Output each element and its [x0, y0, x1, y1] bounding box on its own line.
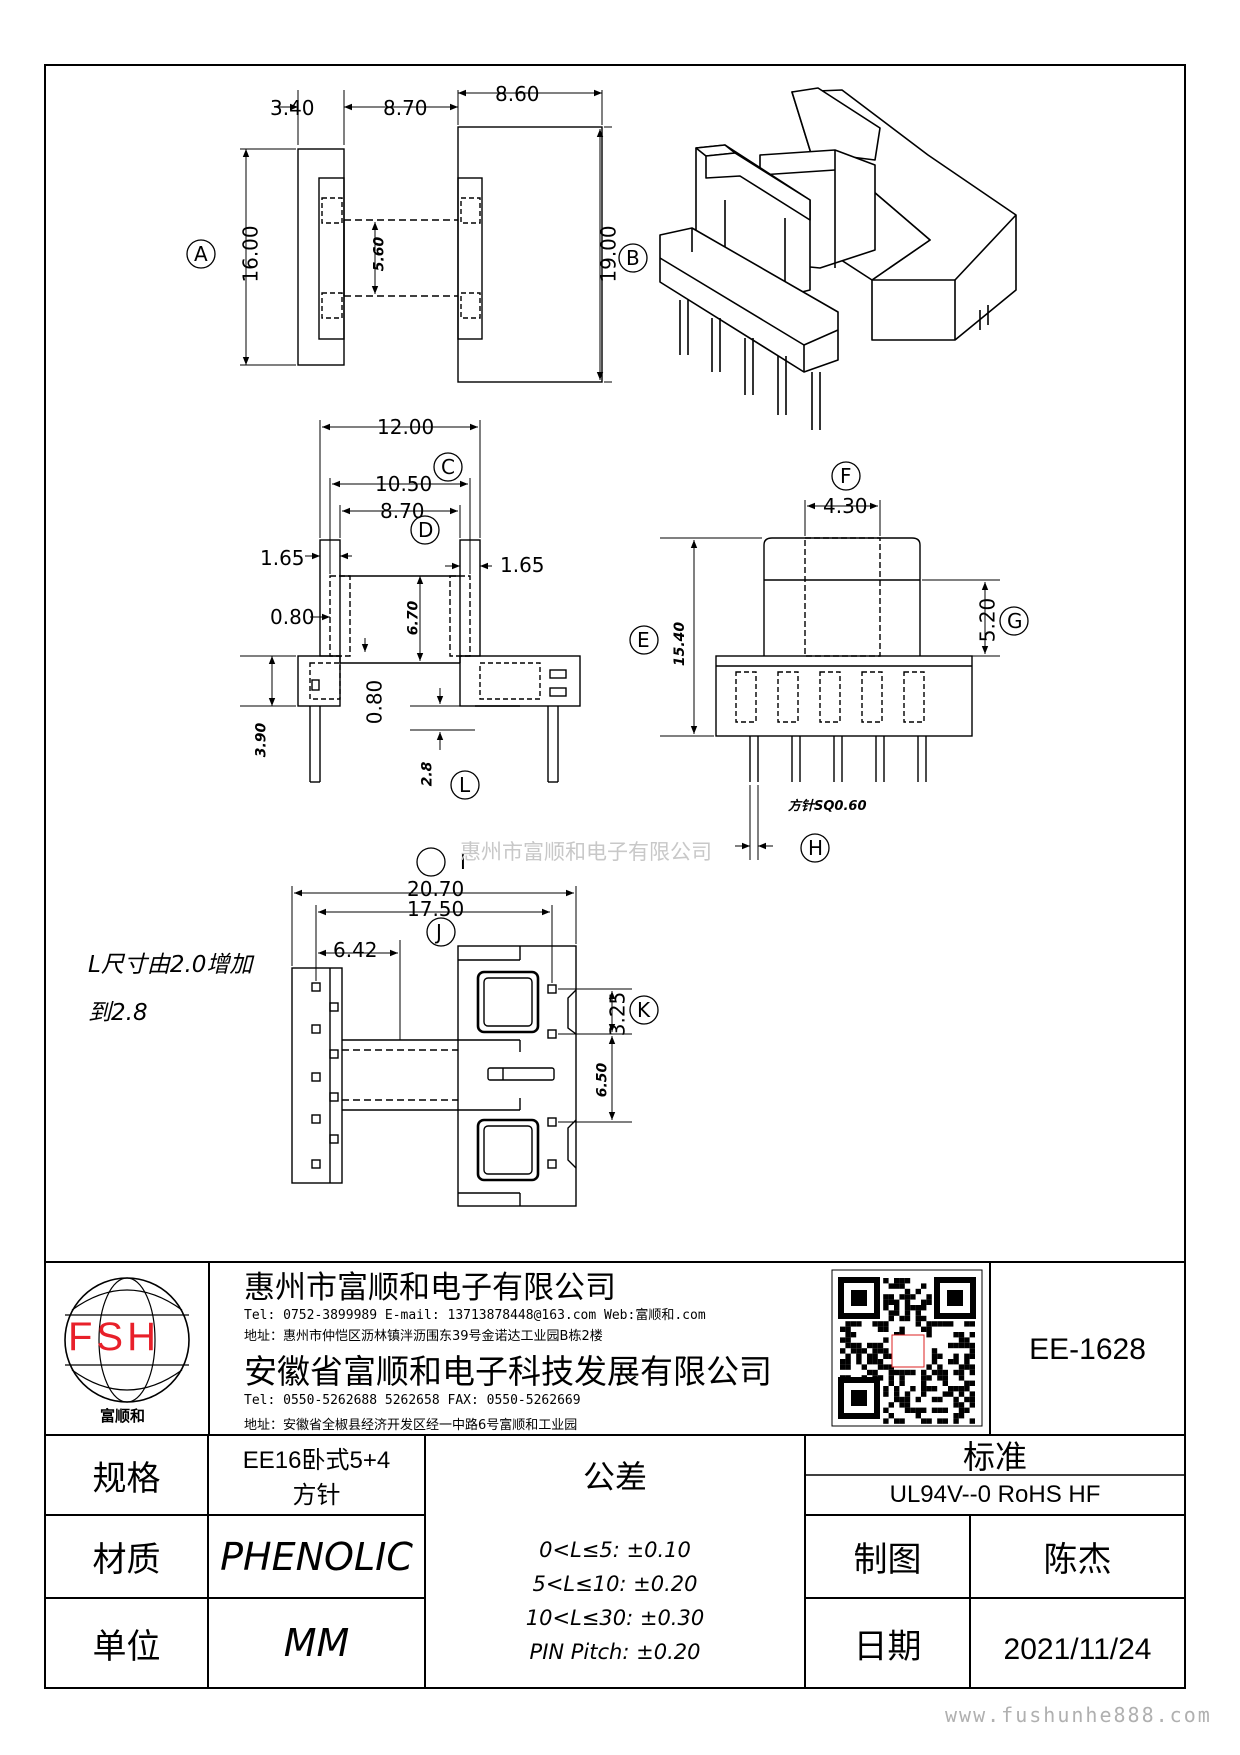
dimension-lines-right: [660, 500, 1000, 860]
dim-1-65-left: 1.65: [260, 546, 305, 570]
spec-value-1: EE16卧式5+4: [242, 1447, 391, 1474]
unit-label: 单位: [92, 1626, 161, 1667]
logo-caption: 富顺和: [100, 1407, 146, 1425]
company-name-1: 惠州市富顺和电子有限公司: [244, 1270, 616, 1306]
tolerance-4: PIN Pitch: ±0.20: [529, 1640, 701, 1664]
material-label: 材质: [92, 1540, 161, 1580]
dim-5-60: 5.60: [371, 236, 388, 272]
watermark-company: 惠州市富顺和电子有限公司: [460, 840, 712, 864]
callout-l: L: [459, 773, 471, 797]
drawn-by-label: 制图: [853, 1540, 922, 1580]
callout-b: B: [626, 246, 640, 270]
tolerance-1: 0<L≤5: ±0.10: [539, 1538, 691, 1562]
qr-code-icon: [831, 1269, 983, 1427]
callout-d: D: [418, 518, 434, 542]
dim-6-42: 6.42: [333, 938, 378, 962]
title-block-grid: [45, 1261, 1185, 1688]
company-name-2: 安徽省富顺和电子科技发展有限公司: [244, 1352, 772, 1391]
logo-letters: FSH: [68, 1315, 160, 1359]
bottom-view: [291, 945, 577, 1207]
spec-value-2: 方针: [292, 1481, 341, 1509]
dim-3-90: 3.90: [253, 722, 270, 758]
standard-label: 标准: [962, 1438, 1027, 1476]
sheet-border: [44, 64, 1186, 1689]
dim-0-80b: 0.80: [362, 679, 387, 725]
dim-0-80a: 0.80: [270, 605, 315, 629]
contact-line-2: Tel: 0550-5262688 5262658 FAX: 0550-5262…: [244, 1393, 581, 1408]
dim-12-00: 12.00: [377, 415, 435, 439]
callout-j: J: [436, 920, 442, 944]
unit-value: MM: [283, 1621, 350, 1665]
date-label: 日期: [853, 1626, 922, 1667]
side-view-right: [457, 126, 603, 383]
company-logo: [64, 1277, 190, 1403]
dim-20-70: 20.70: [407, 877, 465, 901]
side-view-left: [297, 148, 458, 366]
right-side-view: [715, 537, 973, 782]
isometric-view: [659, 87, 1017, 430]
dimension-lines-top: [240, 89, 612, 383]
dim-2-8: 2.8: [419, 761, 436, 787]
dim-17-50: 17.50: [407, 897, 465, 921]
callout-k: K: [637, 998, 651, 1022]
part-number: EE-1628: [1029, 1333, 1146, 1366]
callout-a: A: [194, 242, 208, 266]
tolerance-label: 公差: [582, 1458, 647, 1496]
dim-1-65-right: 1.65: [500, 553, 545, 577]
contact-line-1: Tel: 0752-3899989 E-mail: 13713878448@16…: [244, 1308, 706, 1323]
dim-16-00: 16.00: [238, 225, 263, 283]
callout-g: G: [1007, 609, 1023, 633]
dim-19-00: 19.00: [596, 225, 621, 283]
callout-circles: [186, 239, 1029, 1025]
dim-10-50: 10.50: [375, 472, 433, 496]
dimension-lines-front: [240, 420, 492, 750]
callout-e: E: [637, 628, 650, 652]
dim-pin-size: 方针SQ0.60: [788, 799, 867, 814]
dim-3-25: 3.25: [605, 991, 630, 1037]
dim-8-70b: 8.70: [380, 499, 425, 523]
callout-f: F: [840, 464, 852, 488]
dim-6-70: 6.70: [405, 600, 422, 636]
dim-3-40: 3.40: [270, 96, 315, 120]
callout-h: H: [808, 836, 824, 860]
date-value: 2021/11/24: [1003, 1633, 1152, 1666]
address-line-2: 地址：安徽省全椒县经济开发区经一中路6号富顺和工业园: [244, 1418, 578, 1433]
note-line-2: 到2.8: [88, 1000, 148, 1026]
callout-c: C: [441, 455, 455, 479]
tolerance-2: 5<L≤10: ±0.20: [532, 1572, 698, 1596]
dim-8-70: 8.70: [383, 96, 428, 120]
spec-label: 规格: [92, 1458, 161, 1499]
dim-15-40: 15.40: [672, 621, 689, 667]
callout-i: I: [460, 850, 466, 874]
address-line-1: 地址：惠州市仲恺区沥林镇泮沥围东39号金诺达工业园B栋2楼: [244, 1329, 603, 1344]
drawn-by-value: 陈杰: [1043, 1540, 1112, 1580]
standard-value: UL94V--0 RoHS HF: [889, 1481, 1101, 1508]
dim-6-50: 6.50: [594, 1062, 611, 1098]
material-value: PHENOLIC: [220, 1534, 413, 1579]
dim-4-30: 4.30: [823, 494, 868, 518]
dim-8-60: 8.60: [495, 82, 540, 106]
note-line-1: L尺寸由2.0增加: [88, 952, 253, 978]
footer-url: www.fushunhe888.com: [945, 1703, 1212, 1727]
dimension-lines-bottom: [291, 886, 632, 1123]
dim-5-20: 5.20: [975, 597, 1000, 643]
tolerance-3: 10<L≤30: ±0.30: [525, 1606, 705, 1630]
